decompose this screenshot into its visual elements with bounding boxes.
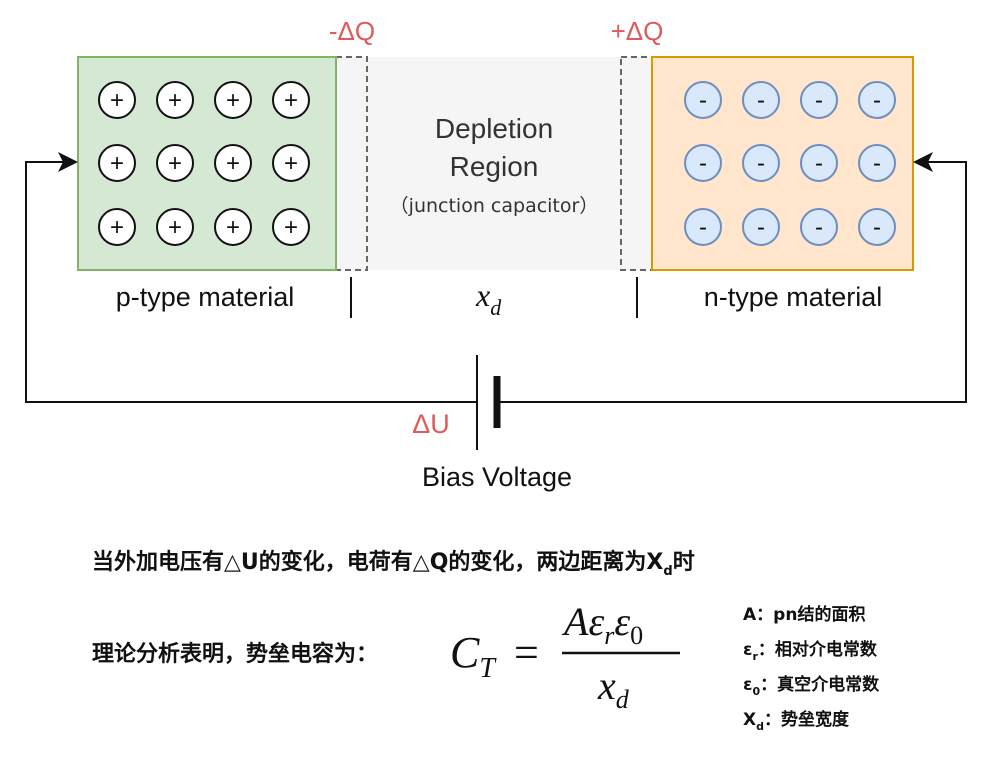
minus-ion: - <box>800 208 838 246</box>
legend-item-area: A：pn结的面积 <box>743 600 865 625</box>
minus-ion: - <box>684 208 722 246</box>
n-type-label: n-type material <box>704 282 883 312</box>
svg-text:-: - <box>815 87 823 114</box>
right-wire <box>498 161 967 403</box>
capacitance-formula: CT = Aεrε0 xd <box>450 599 680 714</box>
legend-item-relative-permittivity: εr：相对介电常数 <box>743 635 877 663</box>
depletion-subtitle: （junction capacitor） <box>390 195 599 217</box>
plus-ion: + <box>98 144 136 182</box>
xd-label: xd <box>475 277 502 320</box>
n-ion-grid: - - - - - - - - - - - - <box>684 81 896 246</box>
plus-ion: + <box>272 208 310 246</box>
formula-lhs: CT <box>450 628 497 684</box>
svg-text:-: - <box>757 87 765 114</box>
minus-ion: - <box>742 208 780 246</box>
minus-ion: - <box>858 81 896 119</box>
plus-ion: + <box>98 208 136 246</box>
right-arrowhead <box>913 152 933 172</box>
legend-symbol: A <box>743 605 757 625</box>
svg-text:+: + <box>226 150 240 177</box>
svg-text:+: + <box>168 150 182 177</box>
minus-ion: - <box>800 144 838 182</box>
plus-ion: + <box>156 81 194 119</box>
minus-ion: - <box>742 144 780 182</box>
p-ion-grid: + + + + + + + + + + + + <box>98 81 310 246</box>
legend-symbol: ε <box>743 640 753 660</box>
minus-dq-label: -ΔQ <box>329 16 375 46</box>
depletion-title-1: Depletion <box>435 113 553 144</box>
plus-ion: + <box>214 81 252 119</box>
minus-ion: - <box>742 81 780 119</box>
svg-text:-: - <box>757 214 765 241</box>
legend-symbol: X <box>743 710 757 730</box>
minus-dq-strip <box>335 56 368 271</box>
left-wire <box>25 161 477 403</box>
svg-text:+: + <box>284 87 298 114</box>
line1-text: 当外加电压有△U的变化，电荷有△Q的变化，两边距离为X <box>92 550 664 575</box>
svg-text:+: + <box>284 214 298 241</box>
svg-text:+: + <box>168 214 182 241</box>
formula-denominator: xd <box>597 663 630 714</box>
depletion-region <box>367 57 621 270</box>
plus-ion: + <box>156 208 194 246</box>
svg-text:+: + <box>110 150 124 177</box>
left-arrowhead <box>58 152 78 172</box>
svg-text:+: + <box>168 87 182 114</box>
svg-text:+: + <box>226 87 240 114</box>
legend-symbol: ε <box>743 675 753 695</box>
legend-item-barrier-width: Xd：势垒宽度 <box>743 705 849 733</box>
plus-ion: + <box>98 81 136 119</box>
delta-u-label: ΔU <box>412 409 450 439</box>
minus-ion: - <box>800 81 838 119</box>
minus-ion: - <box>858 144 896 182</box>
description-line-2: 理论分析表明，势垒电容为： <box>92 636 378 668</box>
minus-ion: - <box>684 144 722 182</box>
p-type-label: p-type material <box>116 282 295 312</box>
formula-equals: = <box>514 628 539 677</box>
svg-text:-: - <box>699 214 707 241</box>
plus-dq-label: +ΔQ <box>611 16 664 46</box>
depletion-title-2: Region <box>450 151 539 182</box>
legend-desc: ：真空介电常数 <box>760 675 880 695</box>
line1-tail: 时 <box>672 550 695 575</box>
line1-subscript: d <box>663 564 673 579</box>
legend-desc: ：pn结的面积 <box>756 605 866 625</box>
svg-text:-: - <box>757 150 765 177</box>
svg-text:-: - <box>699 87 707 114</box>
plus-ion: + <box>214 144 252 182</box>
plus-ion: + <box>272 81 310 119</box>
legend-subscript: 0 <box>752 685 761 698</box>
plus-dq-strip <box>620 56 653 271</box>
svg-text:-: - <box>699 150 707 177</box>
pn-junction-diagram: + + + + + + + + + + + + - - - - - - - - - - - - -ΔQ +ΔQ Deplet… <box>25 16 967 492</box>
svg-text:-: - <box>873 150 881 177</box>
svg-text:+: + <box>284 150 298 177</box>
formula-numerator: Aεrε0 <box>561 599 643 650</box>
plus-ion: + <box>156 144 194 182</box>
legend-item-vacuum-permittivity: ε0：真空介电常数 <box>743 670 880 698</box>
bias-voltage-label: Bias Voltage <box>422 462 572 492</box>
svg-text:-: - <box>873 214 881 241</box>
legend-desc: ：相对介电常数 <box>757 640 877 660</box>
line2-text: 理论分析表明，势垒电容为： <box>92 642 379 667</box>
description-line-1: 当外加电压有△U的变化，电荷有△Q的变化，两边距离为Xd时 <box>92 544 695 579</box>
svg-text:+: + <box>110 87 124 114</box>
legend-subscript: d <box>756 720 764 733</box>
svg-text:-: - <box>815 214 823 241</box>
svg-text:+: + <box>226 214 240 241</box>
minus-ion: - <box>684 81 722 119</box>
svg-text:-: - <box>815 150 823 177</box>
plus-ion: + <box>272 144 310 182</box>
svg-text:-: - <box>873 87 881 114</box>
plus-ion: + <box>214 208 252 246</box>
svg-text:+: + <box>110 214 124 241</box>
legend-subscript: r <box>752 650 758 663</box>
legend-desc: ：势垒宽度 <box>763 710 849 730</box>
minus-ion: - <box>858 208 896 246</box>
